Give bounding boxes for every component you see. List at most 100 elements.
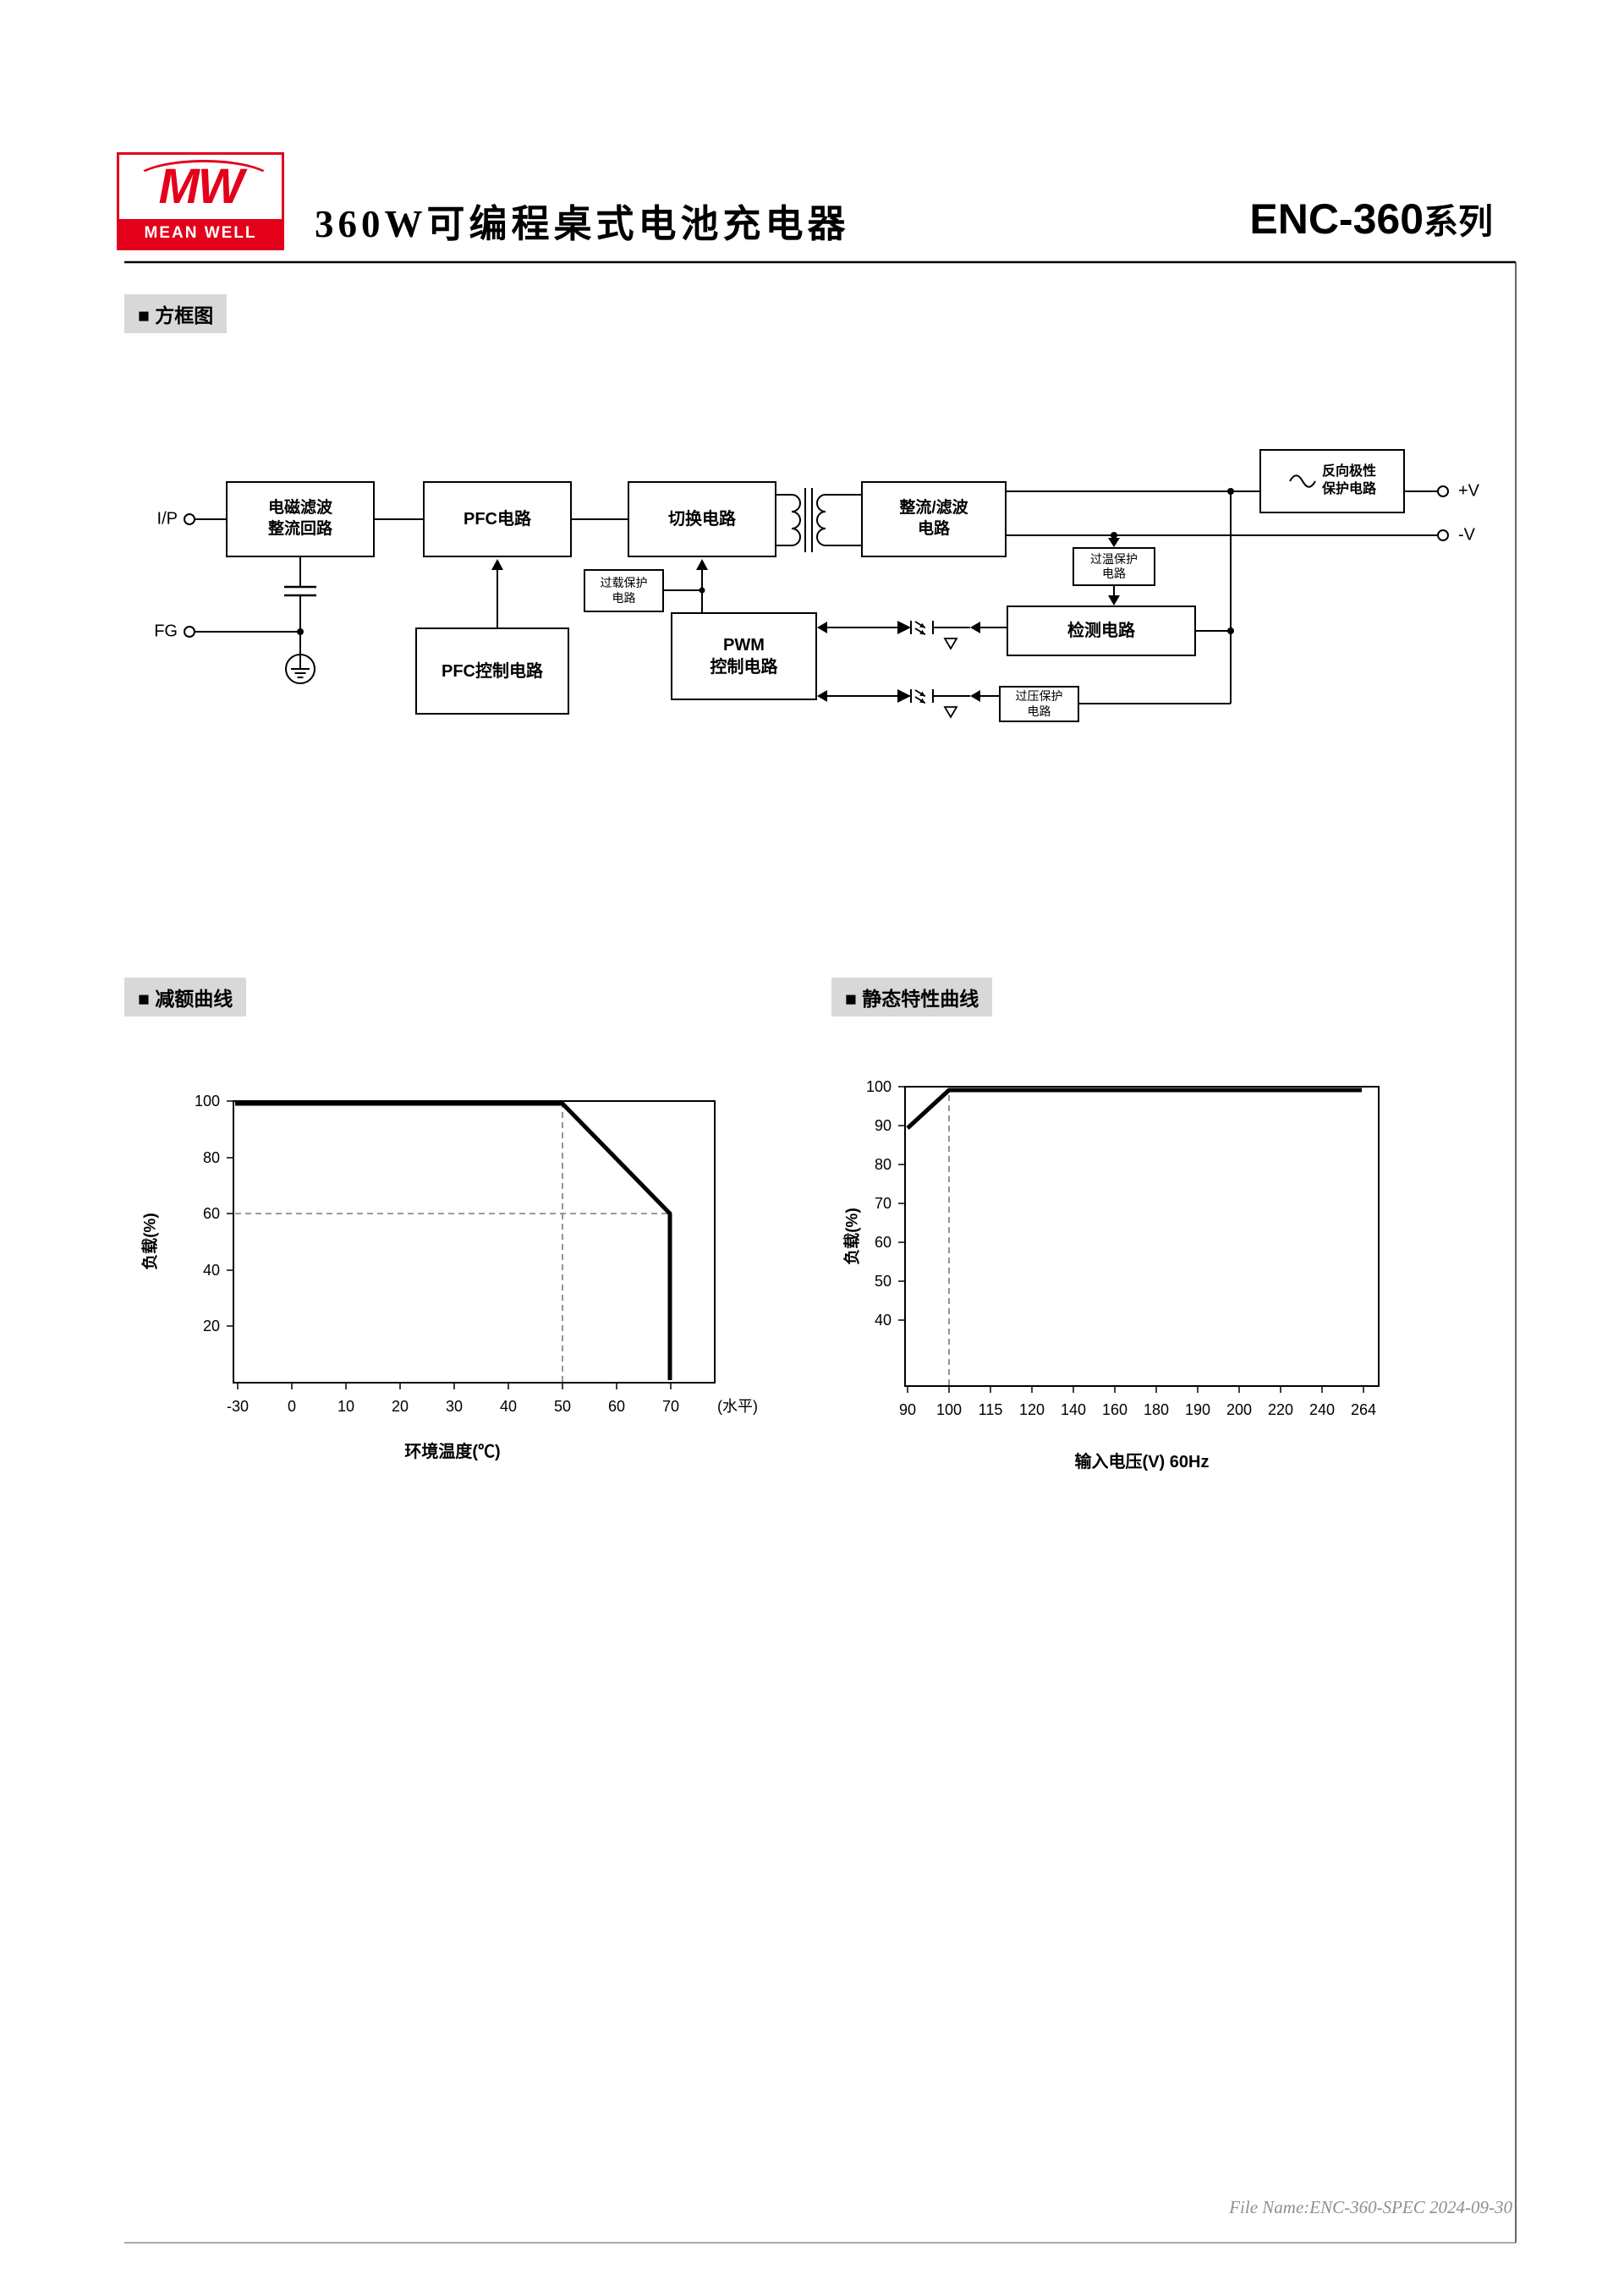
junction-dots (297, 488, 1234, 635)
static-xlabel-text: 输入电压(V) (1074, 1453, 1166, 1471)
box-label: 电路 (1027, 704, 1051, 718)
ytick-label: 70 (875, 1195, 892, 1212)
ytick-label: 60 (875, 1234, 892, 1251)
static-ylabel: 负载(%) (843, 1208, 862, 1265)
emi-filter-box: 电磁滤波 整流回路 (226, 481, 375, 557)
box-label: 电路 (917, 520, 950, 538)
derating-curve (235, 1101, 672, 1380)
derating-xlabel: 环境温度(℃) (404, 1443, 501, 1461)
box-label: PFC控制电路 (442, 661, 543, 681)
logo-mw-area: MW (119, 155, 282, 219)
olp-box: 过载保护 电路 (584, 569, 664, 612)
pfc-control-box: PFC控制电路 (415, 627, 569, 715)
otp-box: 过温保护 电路 (1073, 547, 1155, 586)
xtick-label: 10 (337, 1398, 354, 1415)
vplus-terminal-label: +V (1458, 481, 1480, 501)
box-label: 电路 (612, 590, 636, 605)
box-label: 整流/滤波 (899, 499, 968, 518)
section-derating-curve: ■ 减额曲线 (124, 978, 247, 1016)
static-xlabel: 输入电压(V) 60Hz (1075, 1448, 1210, 1472)
section-static-curve: ■ 静态特性曲线 (831, 978, 993, 1016)
ovp-box: 过压保护 电路 (999, 686, 1079, 722)
plot-frame (904, 1086, 1380, 1387)
box-label: 过载保护 (600, 576, 648, 589)
box-label: 检测电路 (1067, 622, 1135, 640)
box-label: 切换电路 (668, 510, 736, 529)
optocoupler-icon (897, 621, 970, 650)
xtick-label: 70 (662, 1398, 679, 1415)
page-title: 360W可编程桌式电池充电器 (315, 203, 850, 245)
xtick-label: 50 (554, 1398, 571, 1415)
box-label: 电路 (1102, 567, 1126, 580)
reverse-protection-icon (1289, 474, 1316, 488)
box-label: 过压保护 (1015, 689, 1063, 703)
block-diagram-wires (184, 485, 1449, 719)
logo-brand-text: MEAN WELL (144, 224, 257, 242)
static-xtick-labels: 90 100 115 120 140 160 180 190 200 220 2… (899, 1401, 1376, 1418)
ytick-label: 40 (875, 1312, 892, 1329)
box-label: PFC电路 (464, 510, 531, 529)
xaxis-note: (水平) (717, 1398, 758, 1415)
static-xlabel-freq: 60Hz (1169, 1453, 1210, 1471)
static-curve (906, 1088, 1362, 1130)
derating-chart: 100 80 60 40 20 -30 0 10 20 30 40 50 60 … (195, 1093, 758, 1415)
xtick-label: 160 (1102, 1401, 1127, 1418)
xtick-label: 100 (936, 1401, 962, 1418)
series-suffix: 系列 (1424, 202, 1493, 241)
page-frame (124, 260, 1517, 2244)
xtick-label: 120 (1019, 1401, 1045, 1418)
axis-ticks (898, 1086, 1364, 1393)
logo-brand-bar: MEAN WELL (119, 219, 282, 248)
detection-circuit-box: 检测电路 (1007, 606, 1196, 656)
ytick-label: 20 (203, 1318, 220, 1334)
pfc-circuit-box: PFC电路 (423, 481, 572, 557)
ytick-label: 100 (195, 1093, 220, 1110)
terminal-circles (184, 485, 1449, 638)
box-label: 过温保护 (1090, 551, 1138, 566)
derating-ytick-labels: 100 80 60 40 20 (195, 1093, 220, 1334)
ytick-label: 40 (203, 1262, 220, 1279)
logo-arc (133, 160, 275, 204)
xtick-label: 40 (500, 1398, 517, 1415)
xtick-label: 180 (1144, 1401, 1169, 1418)
xtick-label: 220 (1268, 1401, 1293, 1418)
box-label: PWM (723, 636, 765, 655)
static-chart: 100 90 80 70 60 50 40 90 100 115 120 140… (866, 1078, 1380, 1418)
xtick-label: 90 (899, 1401, 916, 1418)
ground-icon (285, 654, 315, 684)
section-block-diagram: ■ 方框图 (124, 294, 228, 333)
fg-terminal-label: FG (154, 622, 178, 641)
capacitor-icon (284, 585, 316, 597)
xtick-label: -30 (227, 1398, 249, 1415)
vminus-terminal-label: -V (1458, 525, 1475, 545)
xtick-label: 20 (392, 1398, 409, 1415)
xtick-label: 190 (1185, 1401, 1210, 1418)
xtick-label: 115 (979, 1401, 1003, 1418)
ytick-label: 90 (875, 1117, 892, 1134)
box-label: 控制电路 (710, 658, 778, 677)
series-model: ENC-360 (1249, 195, 1424, 243)
arrowheads (491, 538, 1120, 702)
box-label: 保护电路 (1321, 482, 1376, 496)
box-label: 整流回路 (267, 520, 332, 538)
ytick-label: 80 (203, 1149, 220, 1166)
switching-circuit-box: 切换电路 (628, 481, 776, 557)
series-name: ENC-360系列 (1249, 193, 1493, 244)
xtick-label: 60 (608, 1398, 625, 1415)
derating-xtick-labels: -30 0 10 20 30 40 50 60 70 (水平) (227, 1398, 758, 1415)
ip-terminal-label: I/P (156, 509, 178, 529)
ytick-label: 100 (866, 1078, 892, 1095)
xtick-label: 30 (446, 1398, 463, 1415)
xtick-label: 140 (1061, 1401, 1086, 1418)
ytick-label: 50 (875, 1273, 892, 1290)
ytick-label: 80 (875, 1156, 892, 1173)
meanwell-logo: MW MEAN WELL (117, 152, 284, 250)
box-label: 反向极性 (1321, 464, 1376, 479)
axis-ticks (227, 1100, 672, 1389)
xtick-label: 200 (1226, 1401, 1252, 1418)
plot-frame (233, 1100, 716, 1384)
optocoupler-icon (897, 689, 970, 719)
reverse-polarity-protection-box: 反向极性 保护电路 (1259, 449, 1405, 513)
